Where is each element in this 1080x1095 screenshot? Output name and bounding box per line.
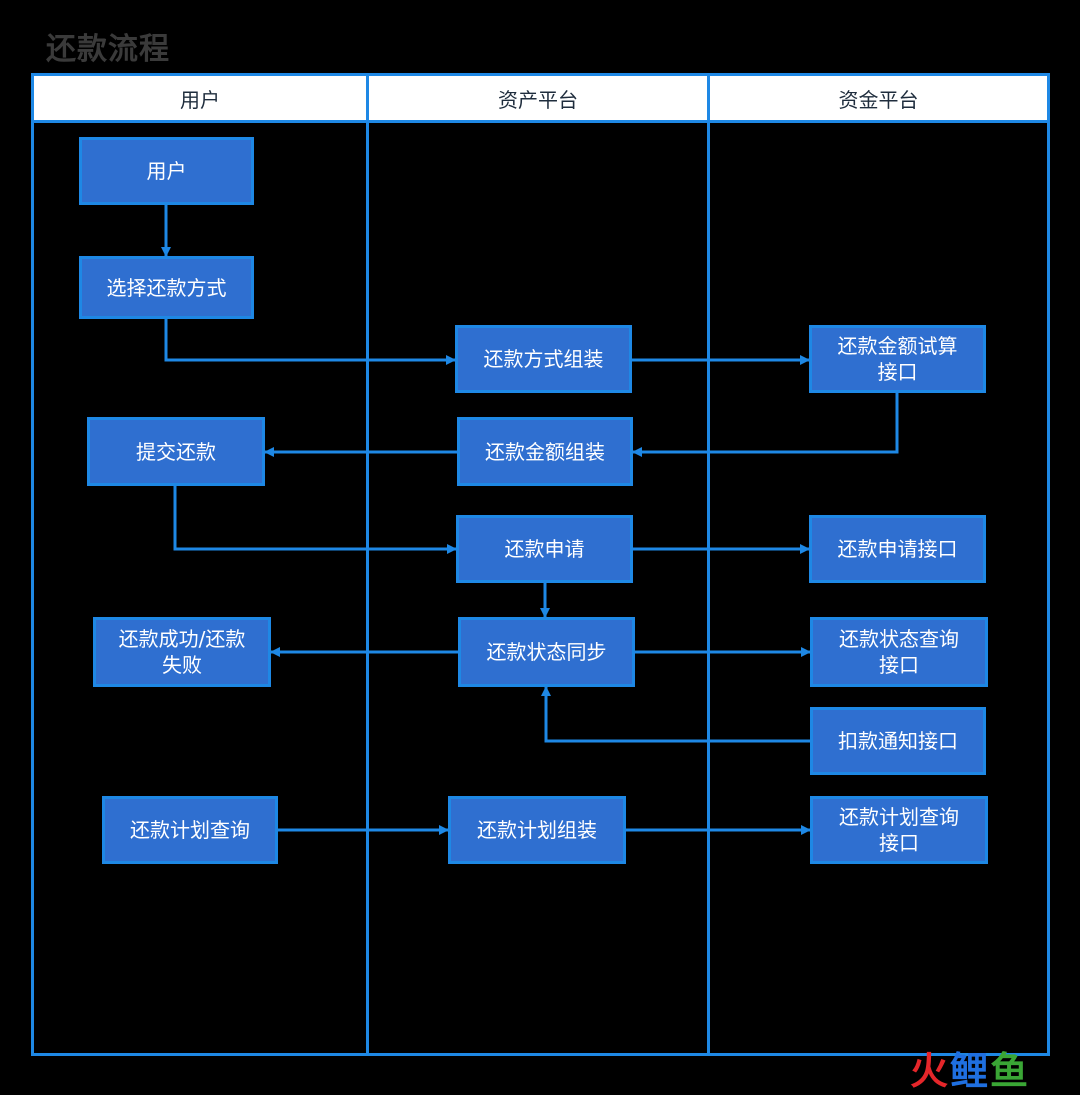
- node-apply[interactable]: 还款申请: [456, 515, 633, 583]
- lane-header-user: 用户: [31, 73, 369, 123]
- node-apply-api[interactable]: 还款申请接口: [809, 515, 986, 583]
- edge-trial-api-to-assemble-amount: [632, 393, 899, 457]
- node-result[interactable]: 还款成功/还款 失败: [93, 617, 271, 687]
- lane-divider-2: [707, 73, 710, 1056]
- edge-choose-to-assemble-method: [164, 318, 456, 365]
- lane-header-fund-platform: 资金平台: [707, 73, 1050, 123]
- node-plan-query[interactable]: 还款计划查询: [102, 796, 278, 864]
- watermark-part-3: 鱼: [990, 1049, 1031, 1093]
- lane-header-asset-platform: 资产平台: [366, 73, 710, 123]
- node-deduct-notify-api[interactable]: 扣款通知接口: [810, 707, 986, 775]
- node-assemble-amount[interactable]: 还款金额组装: [457, 417, 633, 486]
- node-choose-method[interactable]: 选择还款方式: [79, 256, 254, 319]
- lane-divider-1: [366, 73, 369, 1056]
- node-status-sync[interactable]: 还款状态同步: [458, 617, 635, 687]
- node-trial-calc-api[interactable]: 还款金额试算 接口: [809, 325, 986, 393]
- edge-submit-to-apply: [173, 486, 457, 554]
- watermark-part-2: 鲤: [950, 1049, 991, 1093]
- page-title: 还款流程: [46, 32, 170, 67]
- watermark-logo: 火鲤鱼: [910, 1040, 1030, 1095]
- node-plan-query-api[interactable]: 还款计划查询 接口: [810, 796, 988, 864]
- node-status-query-api[interactable]: 还款状态查询 接口: [810, 617, 988, 687]
- node-user[interactable]: 用户: [79, 137, 254, 205]
- node-assemble-plan[interactable]: 还款计划组装: [448, 796, 626, 864]
- node-assemble-method[interactable]: 还款方式组装: [455, 325, 632, 393]
- node-submit[interactable]: 提交还款: [87, 417, 265, 486]
- edge-deduct-notify-to-status-sync: [541, 686, 810, 743]
- watermark-part-1: 火: [910, 1049, 951, 1093]
